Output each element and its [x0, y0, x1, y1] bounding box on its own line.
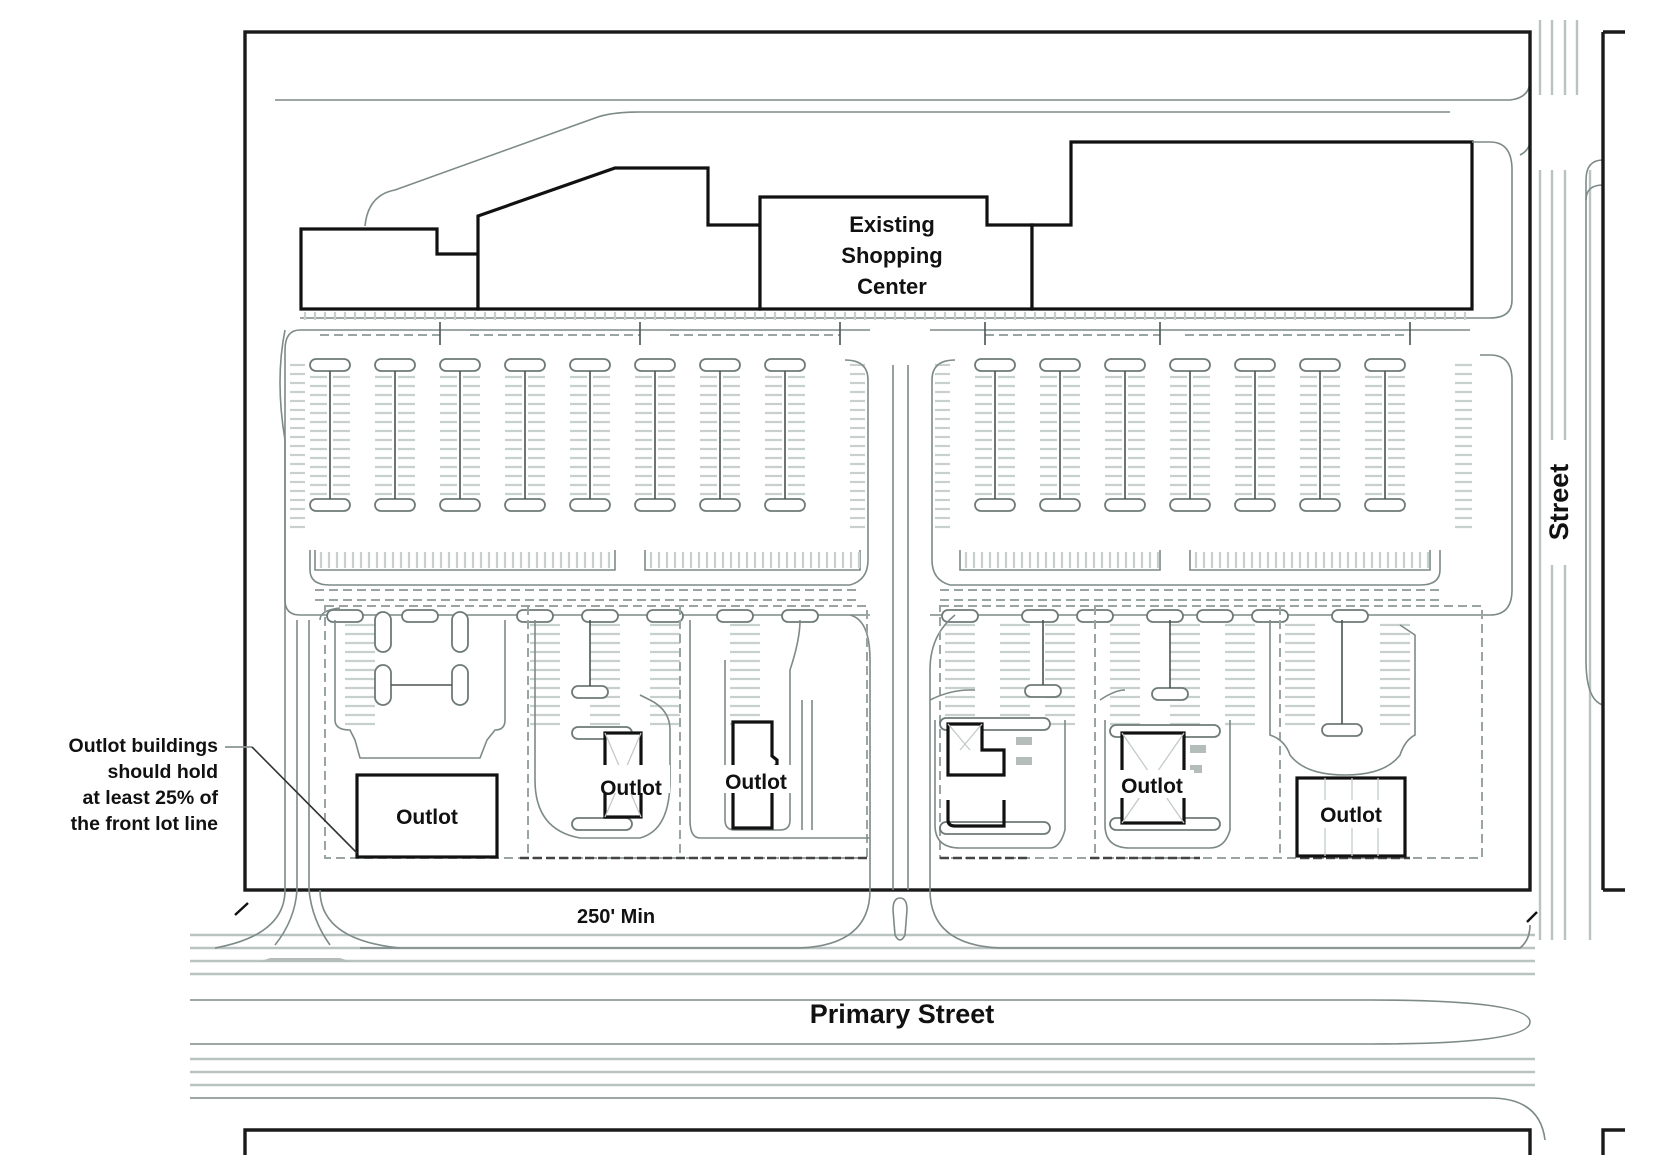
parking-island [1234, 358, 1276, 372]
callout-line: at least 25% of [82, 787, 218, 809]
frontage-dimension-label: 250' Min [577, 906, 655, 928]
parking-island [1196, 609, 1234, 623]
south-block-boundary [243, 1128, 1532, 1155]
parking-island [699, 358, 741, 372]
outlot-1: Outlot [225, 611, 506, 859]
parking-island [569, 358, 611, 372]
parking-island [326, 609, 364, 623]
parking-island [1039, 498, 1081, 512]
parking-island [716, 609, 754, 623]
parking-island [634, 358, 676, 372]
outlot-3-label: Outlot [725, 771, 787, 794]
shopping-center-label-line2: Shopping [841, 243, 942, 268]
parking-island [974, 498, 1016, 512]
callout-line: Outlot buildings [68, 735, 218, 757]
parking-island [1331, 609, 1369, 623]
parking-island [974, 358, 1016, 372]
parking-island [309, 358, 351, 372]
outlot-6: Outlot [1269, 620, 1416, 858]
lot-boundary [243, 30, 1532, 892]
outlot-frontage-callout: Outlot buildings should hold at least 25… [69, 733, 218, 837]
parking-curb [314, 550, 616, 571]
parking-island [1364, 358, 1406, 372]
parking-curb [1189, 550, 1431, 571]
parking-island [699, 498, 741, 512]
parking-island [439, 498, 481, 512]
parking-island [1021, 609, 1059, 623]
outlot-pads [324, 605, 1483, 860]
parking-curb [931, 359, 1441, 586]
parking-island [1169, 358, 1211, 372]
outlot-2-label: Outlot [600, 777, 662, 800]
parking-island [581, 609, 619, 623]
parking-island [1039, 358, 1081, 372]
parking-island [646, 609, 684, 623]
callout-line: the front lot line [70, 813, 218, 835]
parking-island [504, 498, 546, 512]
outlot-4 [929, 620, 1066, 849]
parking-island [374, 498, 416, 512]
west-entrance-drive [214, 329, 1538, 962]
parking-curb [284, 329, 1513, 616]
parking-island [941, 609, 979, 623]
parking-island [1104, 498, 1146, 512]
side-street-road [275, 20, 1604, 940]
parking-island [1299, 358, 1341, 372]
parking-island [374, 358, 416, 372]
outlot-5: Outlot [1099, 620, 1231, 849]
parking-island [764, 358, 806, 372]
outlot-3: Outlot [689, 619, 870, 839]
parking-island [309, 498, 351, 512]
outlot-2: Outlot [534, 620, 671, 839]
parking-field [284, 312, 1513, 726]
parking-island [1104, 358, 1146, 372]
parking-island [1364, 498, 1406, 512]
parking-island [439, 358, 481, 372]
parking-island [569, 498, 611, 512]
outlot-5-label: Outlot [1121, 775, 1183, 798]
parking-island [1234, 498, 1276, 512]
callout-leader-line [251, 746, 358, 854]
side-street-label: Street [1544, 464, 1574, 541]
parking-island [634, 498, 676, 512]
parking-curb [309, 359, 869, 586]
parking-island [1299, 498, 1341, 512]
parking-island [1146, 609, 1184, 623]
parking-island [1169, 498, 1211, 512]
callout-line: should hold [107, 761, 218, 783]
parking-island [504, 358, 546, 372]
shopping-center-label-line3: Center [857, 274, 927, 299]
parking-curb [959, 550, 1161, 571]
outlot-1-label: Outlot [396, 806, 458, 829]
primary-street-label: Primary Street [810, 999, 995, 1029]
primary-street-road [190, 933, 1546, 1141]
outlot-6-label: Outlot [1320, 804, 1382, 827]
shopping-center-label-line1: Existing [849, 212, 935, 237]
parking-island [401, 609, 439, 623]
existing-shopping-center: Existing Shopping Center [299, 111, 1513, 319]
parking-island [764, 498, 806, 512]
